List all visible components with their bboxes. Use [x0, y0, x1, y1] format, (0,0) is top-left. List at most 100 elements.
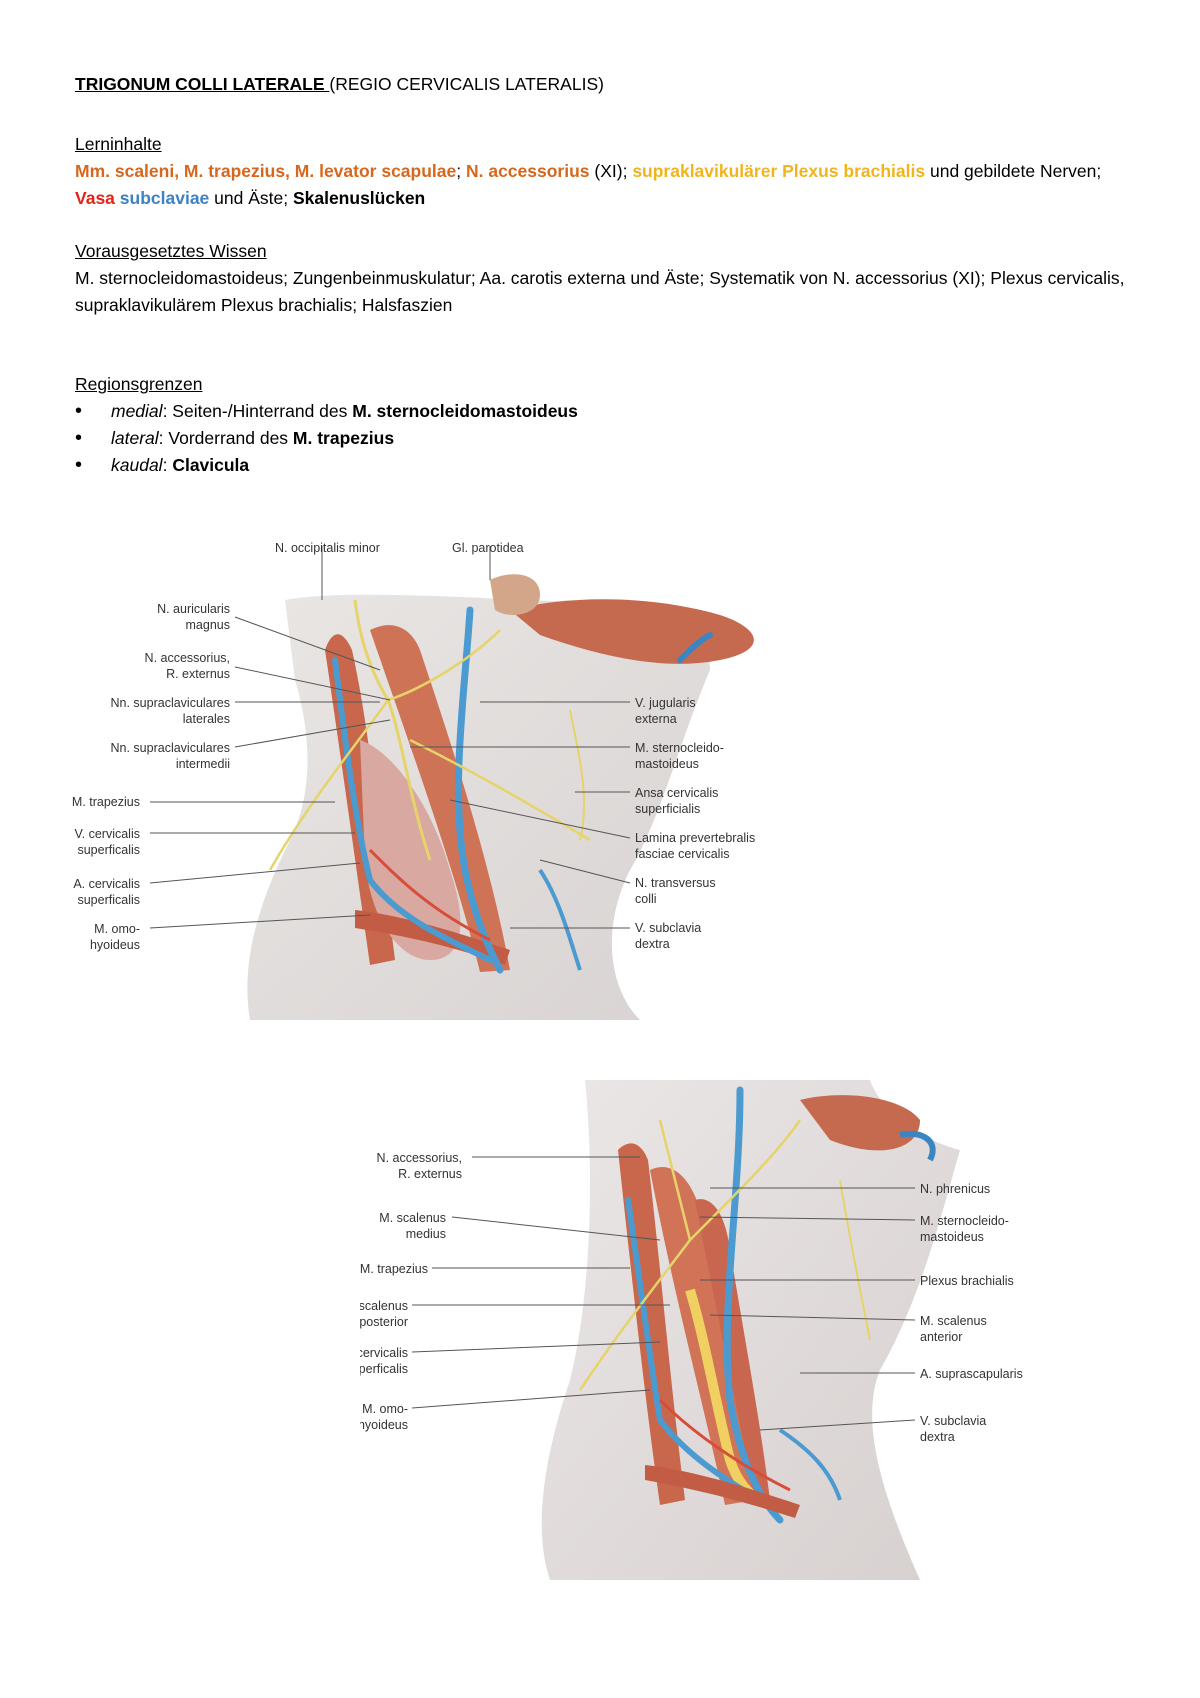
anatomy-illustration-1: N. occipitalis minor Gl. parotidea N. au… — [72, 541, 755, 1020]
label-scal-medius-1: M. scalenus — [379, 1211, 446, 1225]
triangle-floor — [360, 740, 461, 960]
label-omohyoideus-1: M. omo- — [362, 1402, 408, 1416]
label-scal-post-1: M. scalenus — [360, 1299, 408, 1313]
label-subclavia-1: V. subclavia — [920, 1414, 986, 1428]
label-supra-lat-2: laterales — [183, 712, 230, 726]
v-jugularis-externa — [455, 606, 504, 974]
lerninhalte-vasa: Vasa — [75, 188, 115, 208]
label-phrenicus: N. phrenicus — [920, 1182, 990, 1196]
label-supra-int-1: Nn. supraclaviculares — [111, 741, 231, 755]
label-lamina-1: Lamina prevertebralis — [635, 831, 755, 845]
title-rest: (REGIO CERVICALIS LATERALIS) — [329, 74, 604, 94]
vein-branch — [677, 632, 713, 663]
separator: ; — [456, 161, 466, 181]
label-suprascapularis: A. suprascapularis — [920, 1367, 1023, 1381]
label-trapezius: M. trapezius — [72, 795, 140, 809]
label-v-cervicalis-1: V. cervicalis — [74, 827, 140, 841]
label-auricularis-1: N. auricularis — [157, 602, 230, 616]
omohyoid-muscle — [645, 1465, 800, 1518]
label-a-cervicalis-1: A. cervicalis — [73, 877, 140, 891]
lerninhalte-nerve-suffix: (XI); — [589, 161, 633, 181]
label-accessorius-1: N. accessorius, — [145, 651, 230, 665]
grenzen-text: : — [162, 455, 173, 475]
grenzen-text: : Seiten-/Hinterrand des — [162, 401, 353, 421]
label-accessorius-1: N. accessorius, — [377, 1151, 462, 1165]
label-trapezius: M. trapezius — [360, 1262, 428, 1276]
label-jugularis-2: externa — [635, 712, 677, 726]
lerninhalte-nerve: N. accessorius — [465, 161, 590, 181]
parotidea-blob — [490, 574, 540, 615]
nerve-3 — [839, 1179, 871, 1341]
label-transversus-1: N. transversus — [635, 876, 716, 890]
label-v-cervicalis-2: superficalis — [77, 843, 140, 857]
label-subclavia-2: dextra — [635, 937, 670, 951]
label-subclavia-2: dextra — [920, 1430, 955, 1444]
grenzen-dir: lateral — [111, 428, 159, 448]
label-scm-1: M. sternocleido- — [920, 1214, 1009, 1228]
vorwissen-heading: Vorausgesetztes Wissen — [75, 241, 267, 261]
label-subclavia-1: V. subclavia — [635, 921, 701, 935]
lerninhalte-vasa-suffix: und Äste; — [209, 188, 293, 208]
scm-muscle — [370, 625, 510, 972]
nerve-3 — [268, 699, 390, 871]
lerninhalte-muscles: Mm. scaleni, M. trapezius, M. levator sc… — [75, 161, 457, 181]
vein-branch — [899, 1130, 936, 1162]
label-scm-2: mastoideus — [635, 757, 699, 771]
vein-branch-lower — [538, 868, 582, 971]
vorwissen-text: M. sternocleidomastoideus; Zungenbeinmus… — [75, 268, 1125, 315]
nerve-2 — [387, 629, 501, 702]
label-a-cervicalis-2: superficalis — [360, 1362, 408, 1376]
grenzen-bold: M. trapezius — [292, 428, 395, 448]
v-cervicalis — [332, 657, 493, 963]
nerve-1 — [658, 1119, 802, 1243]
anatomy-illustration-2: N. accessorius, R. externus M. scalenus … — [360, 1080, 1023, 1580]
label-parotidea: Gl. parotidea — [452, 541, 524, 555]
nerve-5 — [569, 709, 586, 841]
label-a-cervicalis-2: superficalis — [77, 893, 140, 907]
label-scal-post-2: posterior — [360, 1315, 408, 1329]
label-omohyoideus-2: hyoideus — [90, 938, 140, 952]
lerninhalte-luecken: Skalenuslücken — [292, 188, 426, 208]
label-scal-ant-1: M. scalenus — [920, 1314, 987, 1328]
anatomy-figure-lower: N. accessorius, R. externus M. scalenus … — [360, 1080, 1160, 1600]
scalenus-anterior — [695, 1199, 770, 1502]
nerve-2 — [578, 1239, 691, 1391]
label-supra-int-2: intermedii — [176, 757, 230, 771]
label-scm-2: mastoideus — [920, 1230, 984, 1244]
label-omohyoideus-2: hyoideus — [360, 1418, 408, 1432]
leader-lines — [149, 546, 631, 929]
grenzen-bold: M. sternocleidomastoideus — [352, 401, 578, 421]
label-supra-lat-1: Nn. supraclaviculares — [111, 696, 231, 710]
grenzen-bold: Clavicula — [172, 455, 250, 475]
nerve-4 — [409, 738, 591, 842]
label-ansa-1: Ansa cervicalis — [635, 786, 718, 800]
grenzen-dir: medial — [111, 401, 163, 421]
grenzen-item: kaudal: Clavicula — [75, 452, 1135, 479]
document-title: TRIGONUM COLLI LATERALE (REGIO CERVICALI… — [75, 74, 604, 95]
a-cervicalis — [658, 1398, 791, 1492]
label-omohyoideus-1: M. omo- — [94, 922, 140, 936]
label-lamina-2: fasciae cervicalis — [635, 847, 729, 861]
a-cervicalis — [368, 848, 491, 942]
lerninhalte-text: Mm. scaleni, M. trapezius, M. levator sc… — [75, 158, 1135, 212]
grenzen-dir: kaudal — [111, 455, 163, 475]
lerninhalte-heading: Lerninhalte — [75, 134, 162, 154]
label-jugularis-1: V. jugularis — [635, 696, 696, 710]
lerninhalte-plexus-suffix: und gebildete Nerven; — [925, 161, 1102, 181]
label-ansa-2: superficialis — [635, 802, 700, 816]
grenzen-item: lateral: Vorderrand des M. trapezius — [75, 425, 1135, 452]
label-plexus: Plexus brachialis — [920, 1274, 1014, 1288]
label-occipitalis-minor: N. occipitalis minor — [275, 541, 380, 555]
vein-branch-lower — [778, 1428, 842, 1501]
label-auricularis-2: magnus — [186, 618, 230, 632]
muscle-top — [800, 1095, 920, 1151]
grenzen-list: medial: Seiten-/Hinterrand des M. sterno… — [75, 398, 1135, 479]
neck-skin — [541, 1080, 960, 1580]
leader-lines — [411, 1156, 916, 1431]
grenzen-heading: Regionsgrenzen — [75, 374, 203, 394]
grenzen-text: : Vorderrand des — [158, 428, 293, 448]
label-scal-medius-2: medius — [406, 1227, 446, 1241]
anatomy-figure-upper: N. occipitalis minor Gl. parotidea N. au… — [70, 540, 860, 1060]
lerninhalte-section: Lerninhalte Mm. scaleni, M. trapezius, M… — [75, 131, 1135, 479]
lerninhalte-subclaviae: subclaviae — [119, 188, 210, 208]
